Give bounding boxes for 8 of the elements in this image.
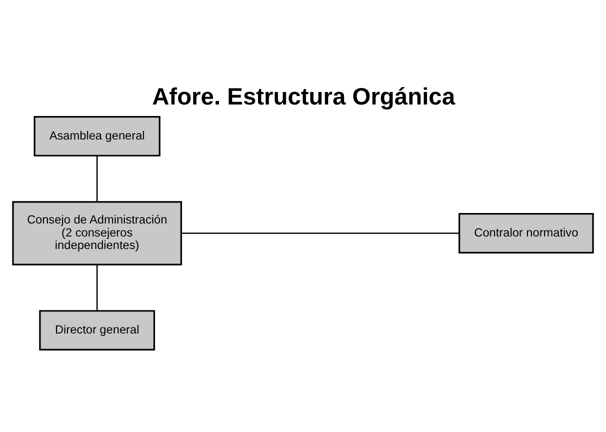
connector bbox=[96, 264, 98, 311]
diagram-title: Afore. Estructura Orgánica bbox=[152, 84, 456, 111]
node-box: Asamblea general bbox=[34, 116, 160, 156]
node-box: Consejo de Administración (2 consejeros independientes) bbox=[12, 201, 182, 266]
node-box: Contralor normativo bbox=[458, 213, 594, 254]
connector bbox=[181, 232, 460, 234]
node-box: Director general bbox=[39, 310, 156, 350]
connector bbox=[96, 156, 98, 202]
